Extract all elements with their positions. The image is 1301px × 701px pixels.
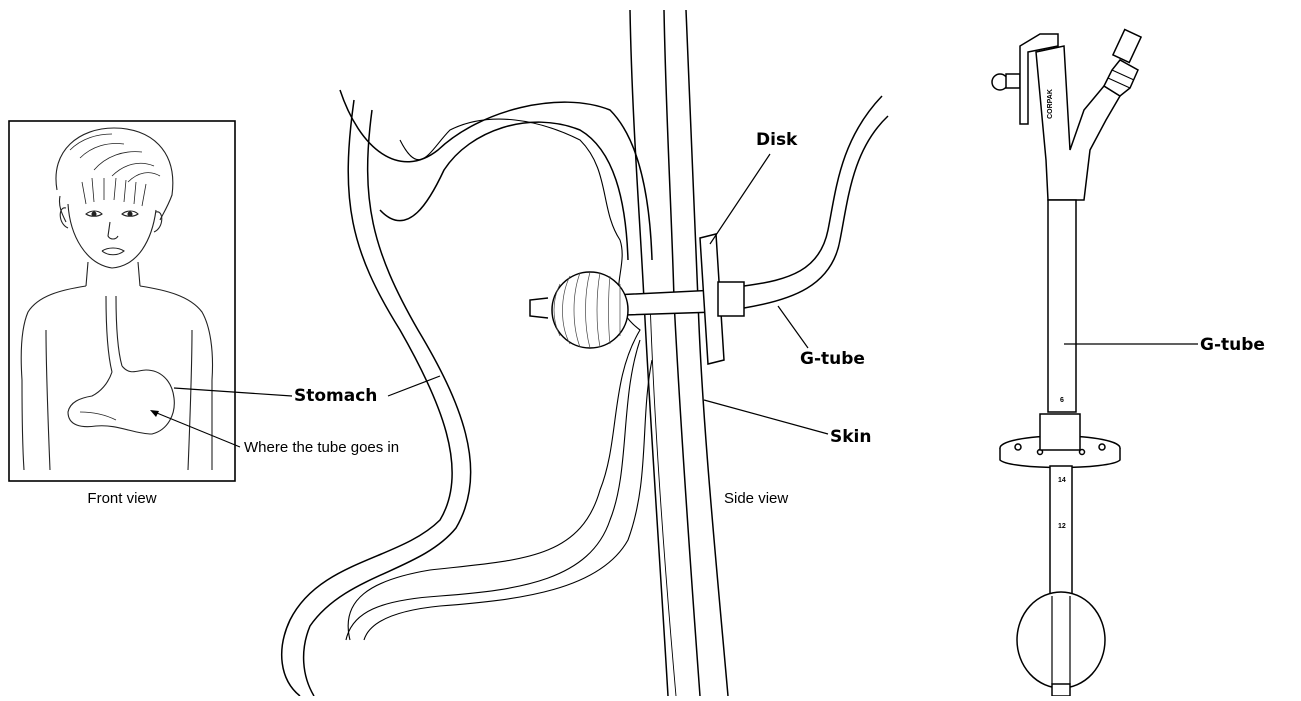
y-port-body <box>1036 46 1120 200</box>
front-view-frame <box>9 121 235 481</box>
retention-balloon <box>552 272 628 348</box>
side-view-illustration <box>282 10 728 696</box>
tube-tip <box>530 298 548 318</box>
flange-collar <box>1040 414 1080 450</box>
gtube-side-label: G-tube <box>800 349 865 369</box>
gtube-assembly <box>530 96 888 364</box>
gtube-device: CORPAK 6 14 12 <box>992 30 1141 696</box>
stomach-lining <box>348 119 640 640</box>
skin-label: Skin <box>830 427 871 447</box>
gtube-device-callout: G-tube <box>1064 335 1265 355</box>
skin-callout: Skin <box>704 400 871 447</box>
disk-leader <box>710 154 770 244</box>
front-view-panel: Front view <box>9 121 235 507</box>
brand-label: CORPAK <box>1047 89 1054 119</box>
gtube-side-callout: G-tube <box>778 306 865 369</box>
front-view-caption: Front view <box>87 490 156 507</box>
device-balloon <box>1017 592 1105 688</box>
disk-label: Disk <box>756 130 798 150</box>
disk-callout: Disk <box>710 130 798 244</box>
gtube-device-label: G-tube <box>1200 335 1265 355</box>
tube-shaft-upper <box>1048 200 1076 412</box>
stomach-label: Stomach <box>294 386 377 406</box>
svg-text:6: 6 <box>1060 397 1064 404</box>
insertion-label: Where the tube goes in <box>244 439 399 456</box>
side-view-caption: Side view <box>724 490 788 507</box>
svg-text:14: 14 <box>1058 477 1066 484</box>
disk-collar <box>718 282 744 316</box>
svg-text:12: 12 <box>1058 523 1066 530</box>
skin-leader <box>704 400 828 434</box>
external-tube <box>744 96 888 308</box>
tube-shaft-lower <box>1050 466 1072 596</box>
gtube-side-leader <box>778 306 808 348</box>
skin-layer-2 <box>664 10 700 696</box>
